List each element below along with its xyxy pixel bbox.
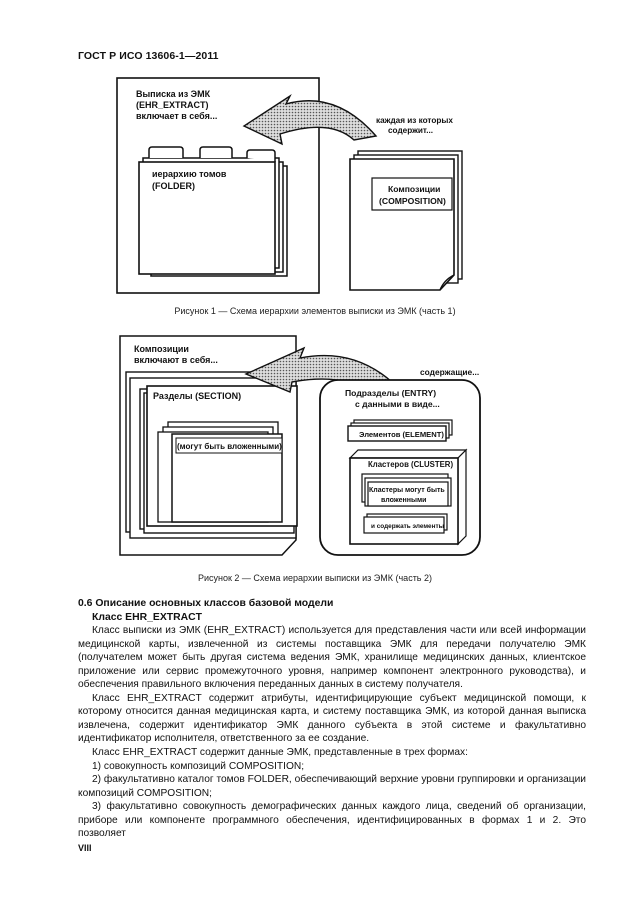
list-item: 1) совокупность композиций COMPOSITION; [92, 760, 305, 772]
paragraph: Класс EHR_EXTRACT содержит данные ЭМК, п… [92, 747, 468, 759]
nested-label: (могут быть вложенными) [177, 442, 282, 451]
containing-label: содержащие... [420, 367, 479, 377]
clusters-nested-label-2: вложенными [381, 497, 426, 504]
section-body: 0.6 Описание основных классов базовой мо… [78, 597, 586, 841]
composition-label-2: (COMPOSITION) [379, 196, 446, 206]
paragraph: Класс EHR_EXTRACT содержит атрибуты, иде… [78, 692, 586, 745]
elements-stack [347, 419, 453, 442]
extract-label-2: (EHR_EXTRACT) [136, 100, 209, 110]
each-label-1: каждая из которых [376, 116, 453, 125]
clusters-label: Кластеров (CLUSTER) [368, 460, 453, 469]
folder-label-1: иерархию томов [152, 169, 227, 179]
sections-label: Разделы (SECTION) [153, 391, 241, 401]
compositions-label-1: Композиции [134, 344, 189, 354]
each-label-2: содержит... [388, 126, 433, 135]
paragraph: Класс выписки из ЭМК (EHR_EXTRACT) испол… [78, 625, 586, 691]
entries-label-2: с данными в виде... [355, 399, 440, 409]
folder-stack [138, 146, 288, 277]
compositions-label-2: включают в себя... [134, 355, 218, 365]
figure-2-caption: Рисунок 2 — Схема иерархии выписки из ЭМ… [197, 573, 433, 583]
folder-label-2: (FOLDER) [152, 181, 195, 191]
extract-label-1: Выписка из ЭМК [136, 89, 211, 99]
curved-arrow-1 [242, 94, 378, 146]
page-number: VIII [78, 843, 92, 853]
extract-label-3: включает в себя... [136, 111, 217, 121]
composition-stack [349, 150, 463, 291]
list-item: 3) факультативно совокупность демографич… [78, 801, 586, 840]
section-subheading: Класс EHR_EXTRACT [92, 611, 202, 623]
clusters-box [348, 448, 468, 546]
composition-label-1: Композиции [388, 184, 440, 194]
clusters-elements-label: и содержать элементы [371, 523, 445, 530]
nested-sections-stack [157, 421, 283, 523]
elements-label: Элементов (ELEMENT) [359, 430, 444, 439]
figure-1-caption: Рисунок 1 — Схема иерархии элементов вып… [174, 306, 456, 316]
entries-label-1: Подразделы (ENTRY) [345, 388, 436, 398]
clusters-nested-label-1: Кластеры могут быть [369, 486, 445, 494]
section-heading: 0.6 Описание основных классов базовой мо… [78, 598, 334, 609]
document-header: ГОСТ Р ИСО 13606-1—2011 [78, 50, 219, 62]
list-item: 2) факультативно каталог томов FOLDER, о… [78, 774, 586, 799]
